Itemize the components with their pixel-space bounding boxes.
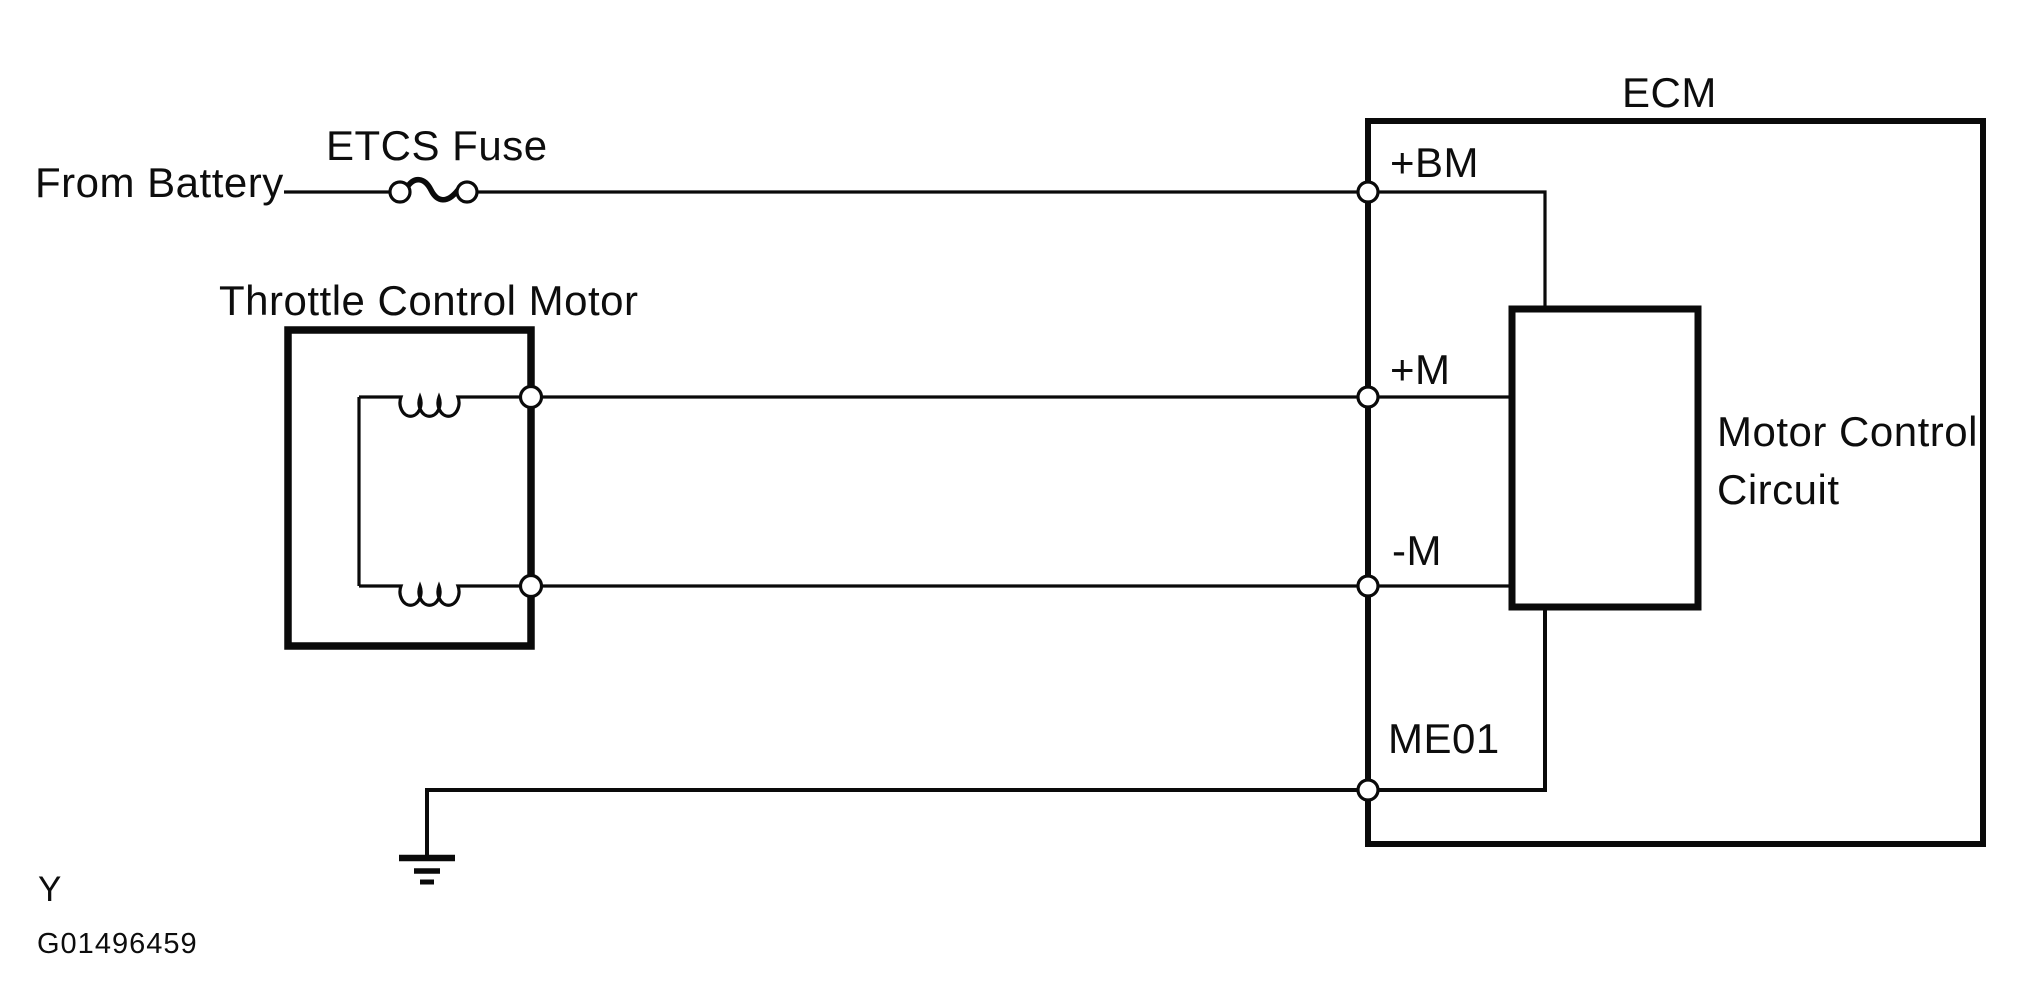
- terminal-label-minus-m: -M: [1392, 527, 1442, 574]
- terminal-circle-bm: [1356, 180, 1380, 204]
- terminal-circle-plus-m: [1356, 385, 1380, 409]
- ground-symbol: [399, 854, 455, 885]
- motor-control-circuit-label-line1: Motor Control: [1717, 408, 1978, 455]
- throttle-control-motor-label: Throttle Control Motor: [219, 277, 638, 324]
- etcs-fuse-symbol: [388, 177, 479, 204]
- ecm-box: [1365, 118, 1986, 847]
- diagram-labels: From Battery ETCS Fuse Throttle Control …: [35, 69, 1978, 960]
- bm-internal-wire: [1368, 190, 1547, 309]
- motor-coil-bottom: [359, 581, 521, 607]
- terminal-circle-minus-m: [1356, 574, 1380, 598]
- throttle-control-motor-box: [284, 326, 535, 650]
- me01-ground-wire: [425, 607, 1547, 858]
- fuse-terminal-right: [455, 180, 479, 204]
- wires: [284, 190, 1547, 858]
- motor-control-circuit-label-line2: Circuit: [1717, 466, 1840, 513]
- motor-terminal-bottom: [518, 573, 544, 599]
- figure-code: G01496459: [37, 928, 198, 960]
- terminal-label-plus-m: +M: [1390, 346, 1451, 393]
- ecm-label: ECM: [1622, 69, 1717, 116]
- throttle-control-motor-symbol: [284, 326, 544, 650]
- fuse-element-wave: [403, 177, 461, 203]
- motor-coil-top: [359, 392, 521, 418]
- motor-terminal-top: [518, 384, 544, 410]
- terminal-label-bm: +BM: [1390, 139, 1479, 186]
- fuse-terminal-left: [388, 180, 412, 204]
- from-battery-label: From Battery: [35, 159, 284, 206]
- ecm-terminals: [1356, 180, 1380, 802]
- page-marker: Y: [38, 870, 62, 909]
- terminal-circle-me01: [1356, 778, 1380, 802]
- terminal-label-me01: ME01: [1388, 715, 1500, 762]
- etcs-fuse-label: ETCS Fuse: [326, 122, 548, 169]
- motor-control-circuit-box: [1508, 305, 1702, 611]
